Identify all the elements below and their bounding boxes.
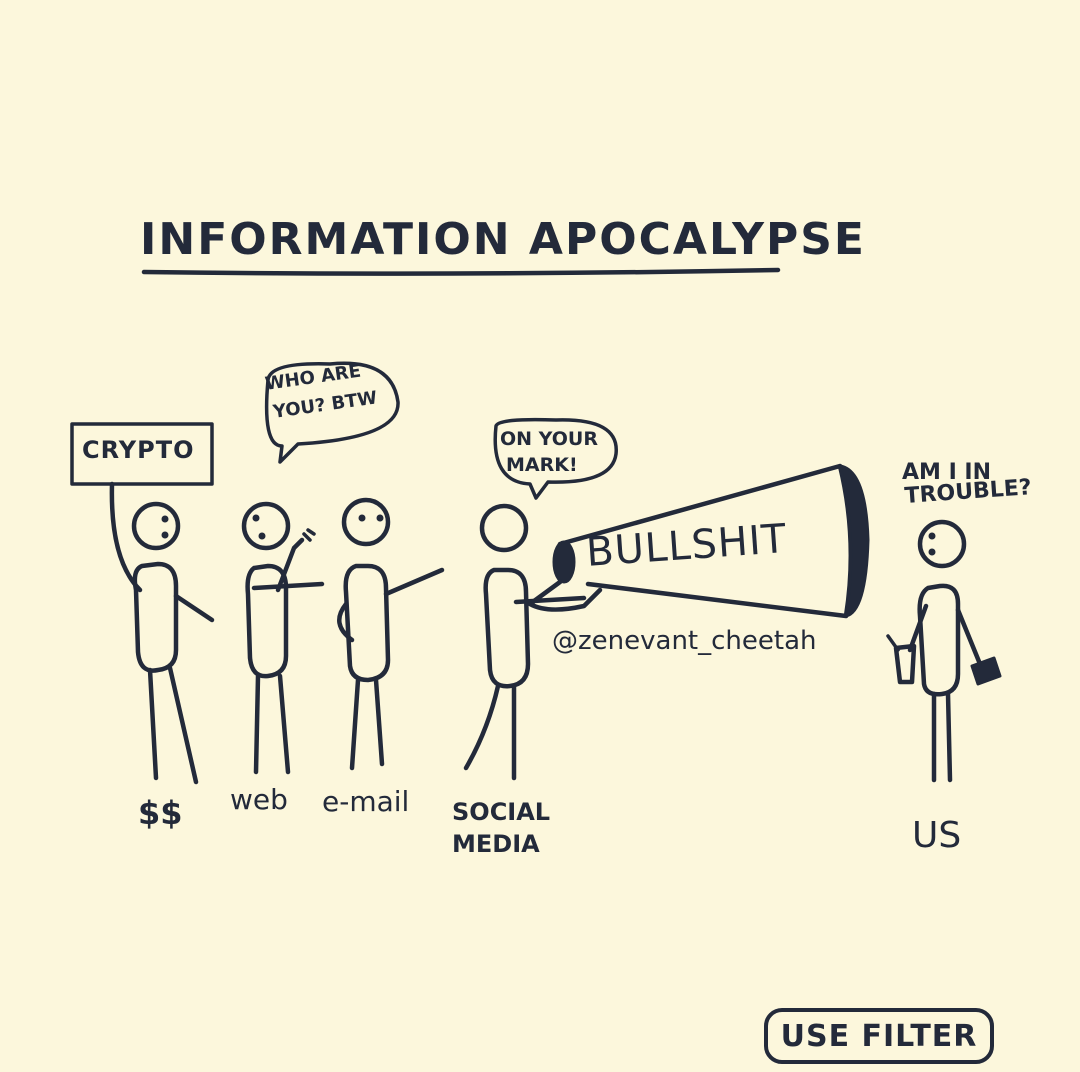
social-media-label-line-2: MEDIA <box>452 830 540 858</box>
social-speech-line-1: ON YOUR <box>500 428 598 450</box>
use-filter-button[interactable]: USE FILTER <box>764 1008 994 1064</box>
crypto-sign-text: CRYPTO <box>82 436 195 464</box>
comic-title: INFORMATION APOCALYPSE <box>140 214 866 265</box>
web-label: web <box>230 783 288 816</box>
us-figure <box>886 519 1002 783</box>
crypto-sign-box <box>70 422 214 486</box>
artist-handle: @zenevant_cheetah <box>552 626 817 656</box>
email-label: e-mail <box>322 785 410 818</box>
title-underline <box>141 267 781 276</box>
us-label: US <box>912 815 962 856</box>
megaphone <box>527 463 870 619</box>
crypto-figure <box>109 481 215 785</box>
social-media-label-line-1: SOCIAL <box>452 798 551 826</box>
email-figure <box>337 497 445 771</box>
social-media-figure <box>463 503 587 781</box>
web-figure <box>241 501 325 775</box>
social-speech-line-2: MARK! <box>506 454 578 476</box>
crypto-label: $$ <box>138 794 183 832</box>
us-thought-line-1: AM I IN <box>902 460 992 485</box>
social-speech-bubble <box>493 417 618 500</box>
web-speech-bubble <box>264 361 400 464</box>
